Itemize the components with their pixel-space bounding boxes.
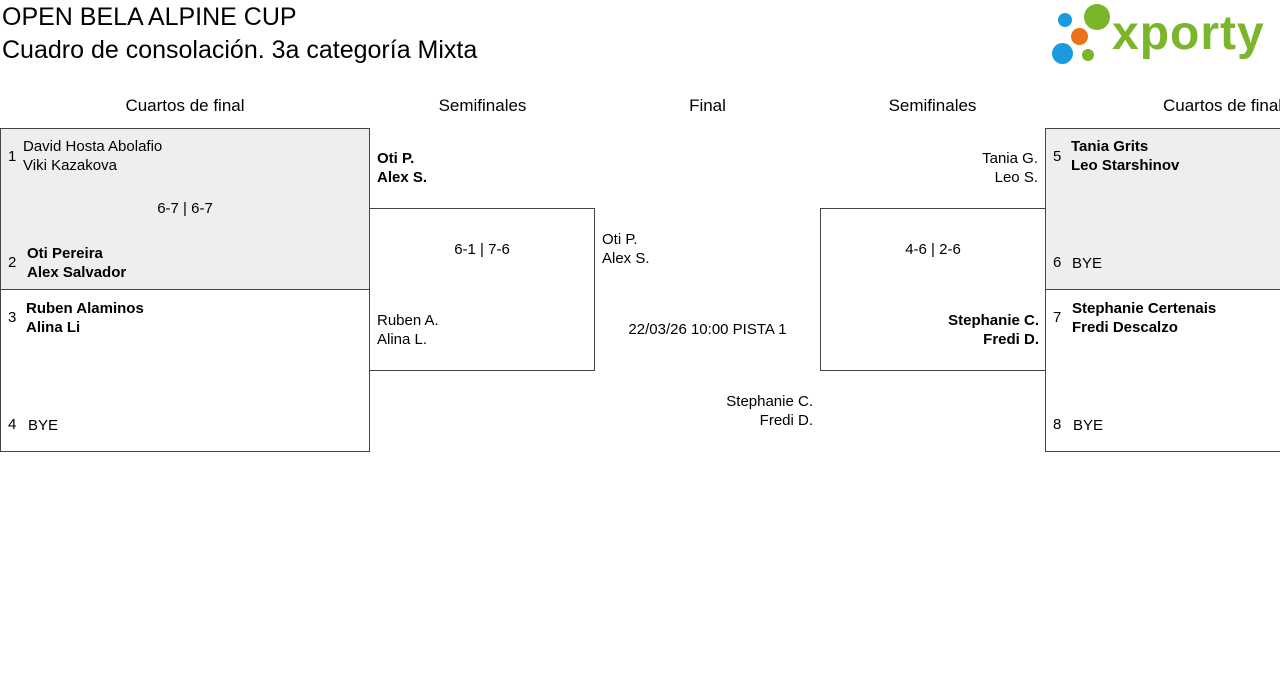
player-name: Viki Kazakova xyxy=(23,157,117,174)
match-score: 6-1 | 7-6 xyxy=(454,241,510,258)
player-name-winner: Fredi D. xyxy=(983,331,1039,348)
round-header-right-semis: Semifinales xyxy=(888,96,977,115)
player-name-winner: Oti Pereira xyxy=(27,245,103,262)
match-score: 4-6 | 2-6 xyxy=(905,241,961,258)
round-header-left-semis: Semifinales xyxy=(438,96,527,115)
player-name: Fredi D. xyxy=(759,412,813,429)
tournament-title: OPEN BELA ALPINE CUP xyxy=(2,3,297,31)
player-name-winner: Stephanie Certenais xyxy=(1072,300,1217,317)
xporty-logo: xporty xyxy=(1052,4,1274,66)
match-box-right-qf2[interactable]: 7 Stephanie Certenais Fredi Descalzo 8 B… xyxy=(1045,289,1280,452)
player-name-winner: Ruben Alaminos xyxy=(26,300,144,317)
player-name-winner: Leo Starshinov xyxy=(1071,157,1180,174)
match-box-left-qf1[interactable]: 1 David Hosta Abolafio Viki Kazakova 6-7… xyxy=(0,128,370,290)
seed-number: 7 xyxy=(1053,309,1062,326)
logo-dot-green-icon xyxy=(1082,49,1094,61)
player-name-winner: Fredi Descalzo xyxy=(1072,319,1178,336)
player-name-winner: Alex Salvador xyxy=(27,264,127,281)
player-name: Tania G. xyxy=(982,150,1038,167)
player-name-winner: Stephanie C. xyxy=(948,312,1039,329)
match-box-right-qf1[interactable]: 5 Tania Grits Leo Starshinov 6 BYE xyxy=(1045,128,1280,290)
player-name: Oti P. xyxy=(602,231,638,248)
player-name: Stephanie C. xyxy=(726,393,813,410)
player-name: David Hosta Abolafio xyxy=(23,138,163,155)
player-name-winner: Alex S. xyxy=(377,169,428,186)
seed-number: 1 xyxy=(8,148,17,165)
round-header-right-quarters: Cuartos de final xyxy=(1163,96,1280,115)
logo-dot-blue-icon xyxy=(1052,43,1073,64)
match-box-right-semi[interactable]: 4-6 | 2-6 Stephanie C. Fredi D. xyxy=(820,208,1046,371)
match-box-left-semi[interactable]: 6-1 | 7-6 Ruben A. Alina L. xyxy=(369,208,595,371)
final-schedule: 22/03/26 10:00 PISTA 1 xyxy=(628,321,787,338)
player-name: Leo S. xyxy=(994,169,1038,186)
seed-number: 5 xyxy=(1053,148,1062,165)
seed-number: 8 xyxy=(1053,416,1062,433)
player-name-bye: BYE xyxy=(28,417,59,434)
match-box-left-qf2[interactable]: 3 Ruben Alaminos Alina Li 4 BYE xyxy=(0,289,370,452)
logo-wordmark: xporty xyxy=(1112,7,1265,60)
logo-dot-orange-icon xyxy=(1071,28,1088,45)
player-name-winner: Tania Grits xyxy=(1071,138,1149,155)
seed-number: 4 xyxy=(8,416,17,433)
logo-dot-blue-icon xyxy=(1058,13,1072,27)
player-name: Alina L. xyxy=(377,331,428,348)
round-header-left-quarters: Cuartos de final xyxy=(125,96,245,115)
player-name-winner: Alina Li xyxy=(26,319,81,336)
draw-subtitle: Cuadro de consolación. 3a categoría Mixt… xyxy=(2,36,478,64)
seed-number: 6 xyxy=(1053,254,1062,271)
player-name-winner: Oti P. xyxy=(377,150,415,167)
player-name: Ruben A. xyxy=(377,312,439,329)
player-name: Alex S. xyxy=(602,250,650,267)
round-header-final: Final xyxy=(689,96,726,115)
player-name-bye: BYE xyxy=(1073,417,1104,434)
match-score: 6-7 | 6-7 xyxy=(157,200,213,217)
seed-number: 2 xyxy=(8,254,17,271)
player-name-bye: BYE xyxy=(1072,255,1103,272)
seed-number: 3 xyxy=(8,309,17,326)
logo-dot-green-icon xyxy=(1084,4,1110,30)
